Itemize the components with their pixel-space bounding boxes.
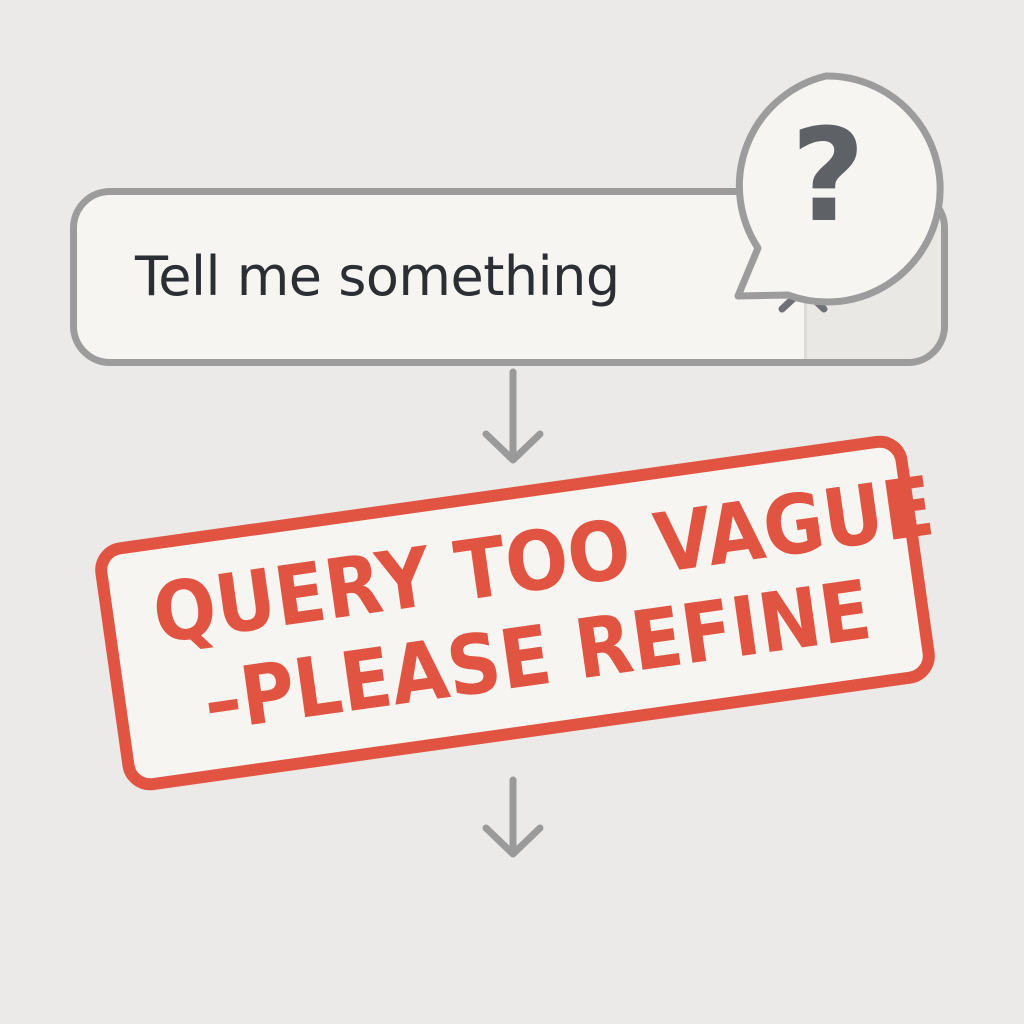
arrow-down-icon <box>482 368 544 464</box>
question-bubble-icon: ? <box>734 72 944 306</box>
arrow-down-icon <box>482 776 544 858</box>
search-input-text: Tell me something <box>135 245 620 308</box>
question-mark: ? <box>791 102 865 251</box>
error-stamp: QUERY TOO VAGUE –PLEASE REFINE <box>91 432 939 794</box>
